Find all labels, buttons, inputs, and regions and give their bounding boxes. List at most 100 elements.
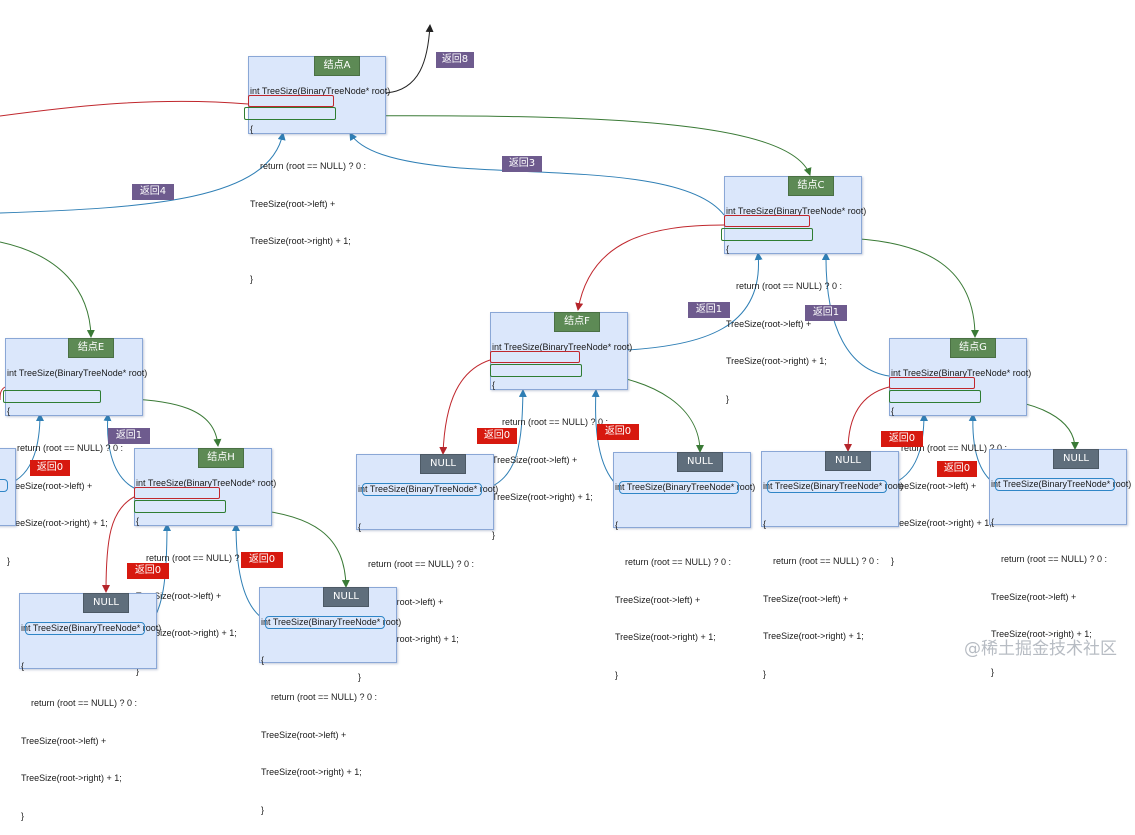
code-line-right-call: TreeSize(root->right) + 1; — [763, 631, 864, 641]
code-line-brace-open: { — [21, 660, 25, 671]
null-label: NULL — [1053, 449, 1099, 469]
code-line-brace-open: { — [991, 516, 995, 527]
null-label: NULL — [825, 451, 871, 471]
return-tag-0: 返回0 — [477, 428, 517, 444]
code-line-signature: int TreeSize(BinaryTreeNode* root) — [250, 86, 391, 96]
code-line-right-call: TreeSize(root->right) + 1; — [250, 236, 351, 246]
arrow-c-to-g — [839, 237, 979, 338]
code-line-return: return (root == NULL) ? 0 : — [250, 161, 367, 171]
highlight-return — [25, 622, 145, 635]
code-line-left-call: TreeSize(root->left) + — [250, 198, 336, 209]
code-line-left-call: TreeSize(root->left) + — [615, 594, 701, 605]
highlight-left-call — [889, 377, 975, 389]
arrow-f-return-c — [627, 252, 763, 351]
code-line-brace-open: { — [891, 405, 895, 416]
code-line-return: return (root == NULL) ? 0 : — [891, 443, 1008, 453]
return-tag-0: 返回0 — [127, 563, 169, 579]
code-line-right-call: TreeSize(root->right) + 1; — [7, 518, 108, 528]
recursion-diagram: int TreeSize(BinaryTreeNode* root) { ret… — [0, 24, 1131, 821]
code-line-return: return (root == NULL) ? 0 : — [991, 554, 1108, 564]
code-line-left-call: TreeSize(root->left) + — [136, 590, 222, 601]
arrow-g-return-c — [821, 252, 890, 377]
watermark: @稀土掘金技术社区 — [964, 639, 1117, 659]
code-line-brace-close: } — [250, 273, 254, 284]
node-label-h: 结点H — [198, 448, 244, 468]
node-label-e: 结点E — [68, 338, 114, 358]
code-line-left-call: TreeSize(root->left) + — [492, 454, 578, 465]
highlight-return — [362, 483, 482, 496]
code-line-brace-close: } — [7, 555, 11, 566]
highlight-right-call — [3, 390, 101, 403]
highlight-return — [265, 616, 385, 629]
code-line-left-call: TreeSize(root->left) + — [7, 480, 93, 491]
code-box-null-left-partial — [0, 448, 16, 526]
code-line-return: return (root == NULL) ? 0 : — [763, 556, 880, 566]
arrow-h-to-null5 — [102, 496, 135, 593]
code-line-return: return (root == NULL) ? 0 : — [21, 698, 138, 708]
return-tag-3: 返回3 — [502, 156, 542, 172]
null-label: NULL — [83, 593, 129, 613]
return-tag-0: 返回0 — [30, 460, 70, 476]
arrow-f-to-null1 — [439, 359, 491, 455]
arrow-return-a — [385, 24, 434, 94]
code-line-brace-open: { — [250, 123, 254, 134]
highlight-left-call — [134, 487, 220, 499]
code-line-right-call: TreeSize(root->right) + 1; — [726, 356, 827, 366]
code-line-right-call: TreeSize(root->right) + 1; — [21, 773, 122, 783]
code-line-brace-close: } — [991, 666, 995, 677]
code-line-brace-close: } — [261, 804, 265, 815]
code-line-right-call: TreeSize(root->right) + 1; — [261, 767, 362, 777]
code-line-right-call: TreeSize(root->right) + 1; — [891, 518, 992, 528]
code-line-brace-open: { — [763, 518, 767, 529]
return-tag-1: 返回1 — [688, 302, 730, 318]
code-line-brace-close: } — [726, 393, 730, 404]
highlight-right-call — [244, 107, 336, 120]
code-line-left-call: TreeSize(root->left) + — [763, 593, 849, 604]
code-line-right-call: TreeSize(root->right) + 1; — [991, 629, 1092, 639]
code-line-brace-open: { — [358, 521, 362, 532]
return-tag-0: 返回0 — [881, 431, 923, 447]
highlight-left-call — [724, 215, 810, 227]
highlight-right-call — [721, 228, 813, 241]
arrow-a-to-c — [335, 115, 812, 176]
code-line-signature: int TreeSize(BinaryTreeNode* root) — [492, 342, 633, 352]
node-label-f: 结点F — [554, 312, 600, 332]
code-line-left-call: TreeSize(root->left) + — [21, 735, 107, 746]
highlight-return — [767, 480, 887, 493]
highlight-return — [0, 479, 8, 492]
code-line-brace-open: { — [492, 379, 496, 390]
code-line-brace-open: { — [726, 243, 730, 254]
highlight-return — [995, 478, 1115, 491]
code-line-left-call: TreeSize(root->left) + — [261, 729, 347, 740]
return-tag-0: 返回0 — [597, 424, 639, 440]
code-line-brace-close: } — [891, 555, 895, 566]
code-line-right-call: TreeSize(root->right) + 1; — [136, 628, 237, 638]
return-tag-0: 返回0 — [937, 461, 977, 477]
code-line-brace-open: { — [615, 519, 619, 530]
highlight-return — [619, 481, 739, 494]
code-line-brace-close: } — [492, 529, 496, 540]
arrow-a-left — [0, 100, 249, 117]
code-line-brace-close: } — [615, 669, 619, 680]
code-line-left-call: TreeSize(root->left) + — [726, 318, 812, 329]
code-line-signature: int TreeSize(BinaryTreeNode* root) — [7, 368, 148, 378]
node-label-a: 结点A — [314, 56, 360, 76]
code-line-brace-close: } — [136, 665, 140, 676]
highlight-left-call — [490, 351, 580, 363]
arrow-b-return-a — [0, 132, 286, 214]
code-line-left-call: TreeSize(root->left) + — [991, 591, 1077, 602]
code-line-brace-open: { — [261, 654, 265, 665]
return-tag-1: 返回1 — [108, 428, 150, 444]
code-line-return: return (root == NULL) ? 0 : — [615, 557, 732, 567]
code-line-brace-open: { — [136, 515, 140, 526]
code-line-return: return (root == NULL) ? 0 : — [261, 692, 378, 702]
code-line-return: return (root == NULL) ? 0 : — [492, 417, 609, 427]
code-line-right-call: TreeSize(root->right) + 1; — [492, 492, 593, 502]
node-label-c: 结点C — [788, 176, 834, 196]
code-line-brace-close: } — [763, 668, 767, 679]
arrow-e-left — [0, 386, 6, 401]
null-label: NULL — [323, 587, 369, 607]
return-tag-4: 返回4 — [132, 184, 174, 200]
code-line-return: return (root == NULL) ? 0 : — [7, 443, 124, 453]
code-line-signature: int TreeSize(BinaryTreeNode* root) — [726, 206, 867, 216]
